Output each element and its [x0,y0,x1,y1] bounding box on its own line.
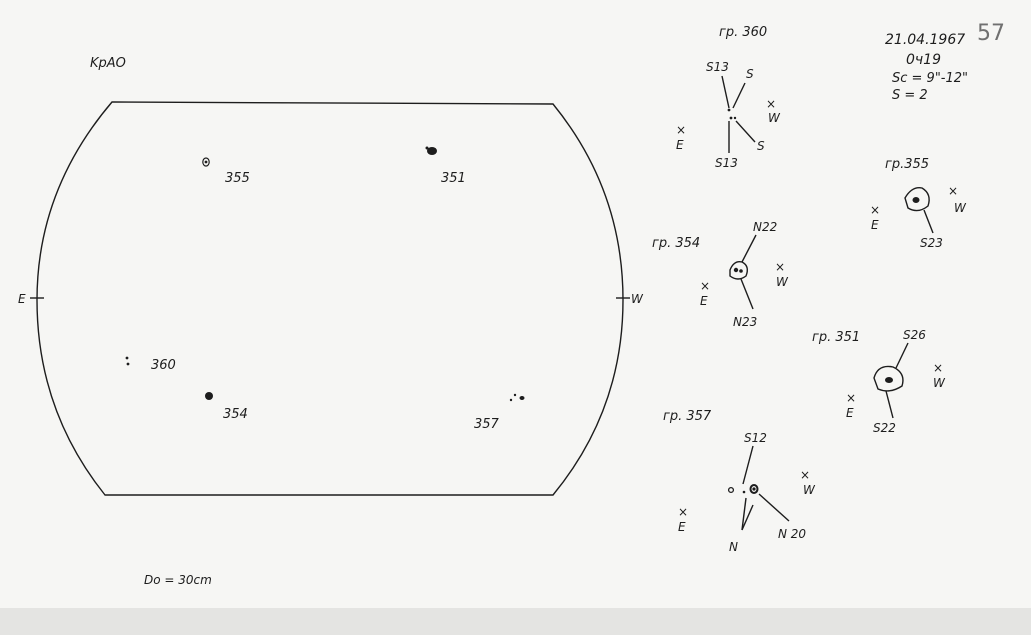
svg-text:×: × [870,203,880,217]
inset-354-n23: N23 [733,315,757,329]
east-label: E [18,292,26,306]
inset-360-s13-bottom: S13 [715,156,738,170]
seeing-label: Sc = 9"-12" [892,71,968,86]
inset-351-s22: S22 [873,421,896,435]
group-354-label: 354 [223,407,248,422]
drawing-sheet [0,0,1031,608]
svg-text:×: × [846,391,856,405]
inset-360-e: E [676,138,684,152]
svg-text:×: × [800,468,810,482]
page-number: 57 [977,21,1005,46]
inset-360-s-lower: S [757,139,765,153]
inset-354-n22: N22 [753,220,777,234]
inset-354-title: гр. 354 [652,236,700,251]
group-351-label: 351 [441,171,466,186]
svg-text:×: × [948,184,958,198]
inset-357-e: E [678,520,686,534]
inset-357-n: N [729,540,738,554]
west-label: W [631,292,644,306]
inset-351-w: W [933,376,946,390]
inset-351-s26: S26 [903,328,926,342]
svg-text:×: × [678,505,688,519]
inset-357-n20: N 20 [778,527,806,541]
group-357-spot [509,393,525,402]
inset-360-s-right: S [746,67,754,81]
svg-text:×: × [933,361,943,375]
inset-355-e: E [871,218,879,232]
group-355-spot [202,157,210,167]
inset-354-e: E [700,294,708,308]
inset-360-title: гр. 360 [719,25,767,40]
group-355-label: 355 [225,171,250,186]
solar-disk-outline [36,101,624,496]
date-label: 21.04.1967 [885,32,965,48]
inset-group-360: гр. 360 S13 S S S13 × E × W [676,25,781,170]
group-354-spot [205,392,213,400]
inset-355-s23: S23 [920,236,943,250]
inset-357-title: гр. 357 [663,409,712,424]
group-360-label: 360 [151,358,176,373]
svg-text:×: × [775,260,785,274]
inset-360-s13-top: S13 [706,60,729,74]
inset-group-351: гр. 351 S26 S22 × E × W [812,328,946,435]
inset-360-w: W [768,111,781,125]
observatory-label: KpAO [90,56,126,71]
inset-357-s12: S12 [744,431,767,445]
scanner-background [0,608,1031,635]
diameter-label: Do = 30cm [144,573,212,587]
s-value-label: S = 2 [892,88,928,103]
group-351-spot [425,146,437,155]
sunspot-drawing: KpAO 21.04.1967 0ч19 Sc = 9"-12" S = 2 5… [18,21,1005,587]
time-label: 0ч19 [906,52,941,68]
inset-357-w: W [803,483,816,497]
inset-351-e: E [846,406,854,420]
svg-text:×: × [676,123,686,137]
inset-355-w: W [954,201,967,215]
svg-text:×: × [700,279,710,293]
inset-group-354: гр. 354 N22 N23 × E × W [652,220,789,329]
group-360-spot [125,356,130,366]
inset-group-357: гр. 357 S12 N N 20 × E × W [663,409,816,554]
svg-text:×: × [766,97,776,111]
inset-355-title: гр.355 [885,157,929,172]
group-357-label: 357 [474,417,500,432]
inset-351-title: гр. 351 [812,330,860,345]
inset-354-w: W [776,275,789,289]
inset-group-355: гр.355 S23 × E × W [870,157,967,250]
